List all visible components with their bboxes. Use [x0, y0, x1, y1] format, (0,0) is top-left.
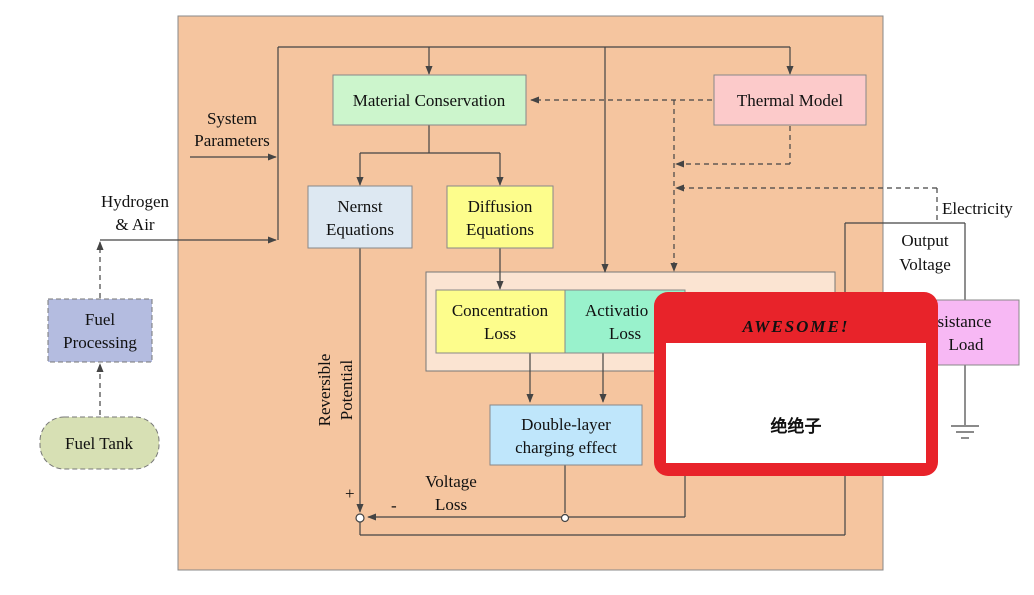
fuel-processing-label-line1: Fuel — [85, 310, 116, 329]
nernst-label-line2: Equations — [326, 220, 394, 239]
awesome-badge: AWESOME! 绝绝子 — [654, 292, 938, 476]
electricity-label: Electricity — [942, 199, 1013, 218]
concentration-loss-block — [435, 289, 566, 354]
reversible-potential-line2: Potential — [337, 360, 356, 421]
resistance-load-label-line2: Load — [949, 335, 984, 354]
voltage-loss-line2: Loss — [435, 495, 467, 514]
nernst-label-line1: Nernst — [337, 197, 383, 216]
badge-main-text: 绝绝子 — [771, 416, 822, 436]
loss-junction — [560, 513, 570, 523]
double-layer-label-line2: charging effect — [515, 438, 617, 457]
output-voltage-line1: Output — [901, 231, 949, 250]
fuel-processing-block — [47, 298, 153, 363]
summing-junction — [355, 513, 365, 523]
reversible-potential-line1: Reversible — [315, 354, 334, 427]
fuel-tank-block — [39, 416, 160, 470]
solid-connectors — [100, 46, 979, 536]
system-parameters-line2: Parameters — [194, 131, 270, 150]
diffusion-label-line2: Equations — [466, 220, 534, 239]
fuel-tank-label: Fuel Tank — [65, 434, 133, 453]
activation-label-line1: Activatio — [585, 301, 648, 320]
dashed-connectors — [96, 96, 938, 415]
diffusion-equations-block — [446, 185, 554, 249]
fuel-processing-label-line2: Processing — [63, 333, 137, 352]
double-layer-block — [489, 404, 643, 466]
minus-sign: - — [391, 496, 397, 515]
system-parameters-line1: System — [207, 109, 257, 128]
badge-top-text: AWESOME! — [741, 317, 849, 336]
hydrogen-air-line2: & Air — [115, 215, 155, 234]
voltage-loss-line1: Voltage — [425, 472, 477, 491]
hydrogen-air-line1: Hydrogen — [101, 192, 169, 211]
activation-label-line2: Loss — [609, 324, 641, 343]
material-conservation-label: Material Conservation — [353, 91, 506, 110]
material-conservation-block — [332, 74, 527, 126]
diffusion-label-line1: Diffusion — [468, 197, 533, 216]
output-voltage-line2: Voltage — [899, 255, 951, 274]
concentration-label-line1: Concentration — [452, 301, 549, 320]
plus-sign: + — [345, 484, 355, 503]
thermal-model-label: Thermal Model — [737, 91, 843, 110]
double-layer-label-line1: Double-layer — [521, 415, 611, 434]
concentration-label-line2: Loss — [484, 324, 516, 343]
nernst-equations-block — [307, 185, 413, 249]
thermal-model-block — [713, 74, 867, 126]
resistance-load-label-line1: esistance — [930, 312, 991, 331]
